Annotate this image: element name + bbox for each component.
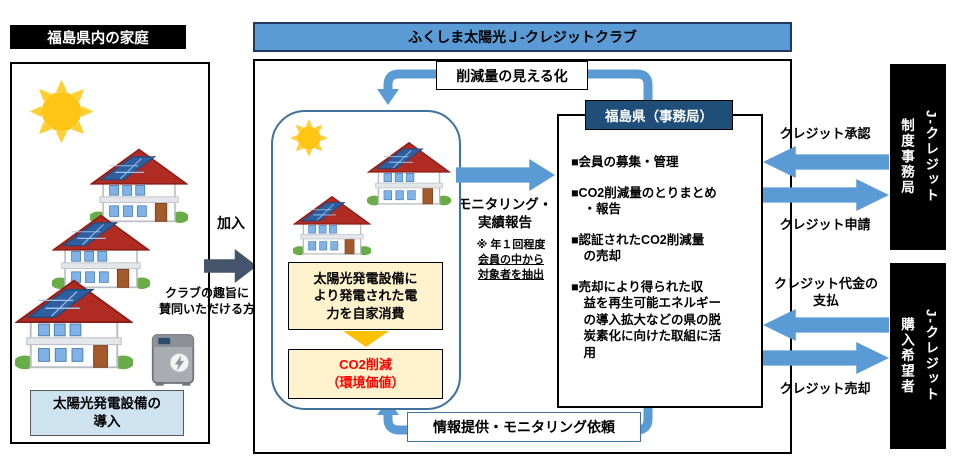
office-bullet: ■会員の募集・管理	[571, 155, 679, 169]
club-title: ふくしま太陽光Ｊ-クレジットクラブ	[408, 29, 637, 45]
credit-payment-label: クレジット代金の 支払	[773, 276, 878, 308]
club-title-bar: ふくしま太陽光Ｊ-クレジットクラブ	[253, 22, 792, 52]
join-note: クラブの趣旨に 賛同いただける方	[158, 286, 255, 316]
join-arrow-icon	[204, 249, 257, 283]
office-box: ■会員の募集・管理 ■CO2削減量のとりまとめ ・報告 ■認証されたCO2削減量…	[557, 114, 763, 408]
info-flow-label: 情報提供・モニタリング依頼	[407, 412, 641, 442]
households-title: 福島県内の家庭	[47, 30, 149, 47]
solar-house-icon	[15, 279, 133, 371]
jcredit-scheme-office-box: J-クレジット 制度事務局	[890, 64, 946, 250]
monitoring-label: モニタリング・ 実績報告	[457, 197, 553, 230]
office-bullet: ■CO2削減量のとりまとめ ・報告	[571, 185, 717, 217]
solar-house-icon	[293, 196, 371, 256]
jcredit-buyers-label: J-クレジット 購入希望者	[899, 309, 939, 403]
office-title: 福島県（事務局）	[585, 100, 733, 130]
credit-application-label: クレジット申請	[779, 217, 871, 232]
households-panel: 太陽光発電設備の 導入	[10, 62, 210, 444]
households-title-bar: 福島県内の家庭	[10, 25, 186, 49]
down-arrow-icon	[343, 331, 389, 347]
jcredit-scheme-office-label: J-クレジット 制度事務局	[899, 110, 939, 204]
jcredit-buyers-box: J-クレジット 購入希望者	[890, 263, 946, 449]
visualization-flow-label: 削減量の見える化	[436, 61, 588, 90]
solar-installation-caption: 太陽光発電設備の 導入	[30, 390, 184, 436]
office-bullet: ■売却により得られた収 益を再生可能エネルギー の導入拡大などの県の脱 炭素化に…	[571, 279, 722, 360]
battery-storage-icon	[151, 334, 195, 387]
credit-approval-label: クレジット承認	[779, 126, 871, 141]
monitoring-note-detail: 会員の中から 対象者を抽出	[478, 254, 544, 282]
club-members-box: 太陽光発電設備に より発電された電 力を自家消費 CO2削減 （環境価値）	[271, 110, 461, 410]
monitoring-note-head: ※ 年１回程度	[476, 239, 546, 251]
sun-icon	[29, 79, 94, 144]
office-bullet: ■認証されたCO2削減量 の売却	[571, 232, 705, 264]
credit-sale-label: クレジット売却	[779, 381, 871, 396]
join-label: 加入	[217, 215, 245, 231]
sun-icon	[290, 119, 328, 157]
self-consumption-box: 太陽光発電設備に より発電された電 力を自家消費	[288, 262, 443, 330]
solar-house-icon	[367, 142, 451, 206]
co2-reduction-box: CO2削減 （環境価値）	[288, 349, 443, 399]
